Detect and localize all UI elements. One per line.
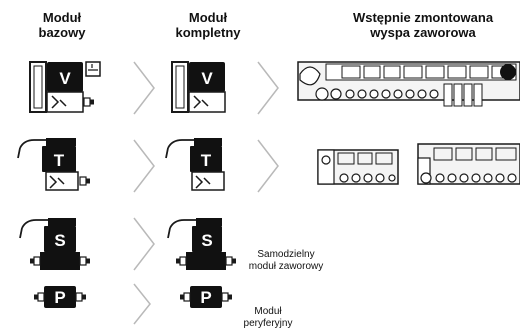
module-letter-t: T (54, 151, 65, 170)
note-peripheral-line2: peryferyjny (243, 318, 293, 329)
module-letter-s: S (54, 231, 65, 250)
header-complete-module-line1: Moduł (188, 10, 228, 25)
valve-island-short (317, 149, 399, 185)
complete-module-v: V (171, 61, 226, 113)
header-valve-island: Wstępnie zmontowana wyspa zaworowa (334, 10, 512, 40)
complete-module-s: S (167, 218, 237, 270)
complete-letter-v: V (201, 69, 213, 88)
arrow-row2-b (257, 139, 279, 193)
complete-letter-p: P (200, 288, 211, 307)
complete-letter-t: T (201, 151, 212, 170)
complete-module-t: T (165, 138, 225, 191)
note-standalone-line2: moduł zaworowy (248, 261, 324, 272)
base-module-v: V (29, 61, 101, 113)
base-module-p: P (33, 286, 87, 308)
note-peripheral-module: Moduł peryferyjny (228, 306, 308, 330)
valve-island-long (297, 61, 520, 107)
header-complete-module-line2: kompletny (175, 25, 241, 40)
module-letter-v: V (59, 69, 71, 88)
complete-module-p: P (179, 286, 233, 308)
header-valve-island-line1: Wstępnie zmontowana (352, 10, 494, 25)
header-complete-module: Moduł kompletny (160, 10, 256, 40)
note-peripheral-line1: Moduł (254, 306, 282, 317)
header-base-module-line1: Moduł (42, 10, 82, 25)
arrow-row4-a (133, 283, 151, 325)
note-standalone-line1: Samodzielny (257, 249, 315, 260)
header-base-module: Moduł bazowy (20, 10, 104, 40)
note-standalone-valve-module: Samodzielny moduł zaworowy (228, 249, 344, 273)
valve-island-medium (417, 143, 520, 185)
complete-letter-s: S (201, 231, 212, 250)
arrow-row2-a (133, 139, 155, 193)
arrow-row1-b (257, 61, 279, 115)
base-module-s: S (19, 218, 91, 270)
arrow-row1-a (133, 61, 155, 115)
arrow-row3-a (133, 217, 155, 271)
base-module-t: T (17, 138, 91, 191)
header-base-module-line2: bazowy (38, 25, 86, 40)
module-letter-p: P (54, 288, 65, 307)
header-valve-island-line2: wyspa zaworowa (370, 25, 476, 40)
valve-body-v (47, 62, 83, 92)
